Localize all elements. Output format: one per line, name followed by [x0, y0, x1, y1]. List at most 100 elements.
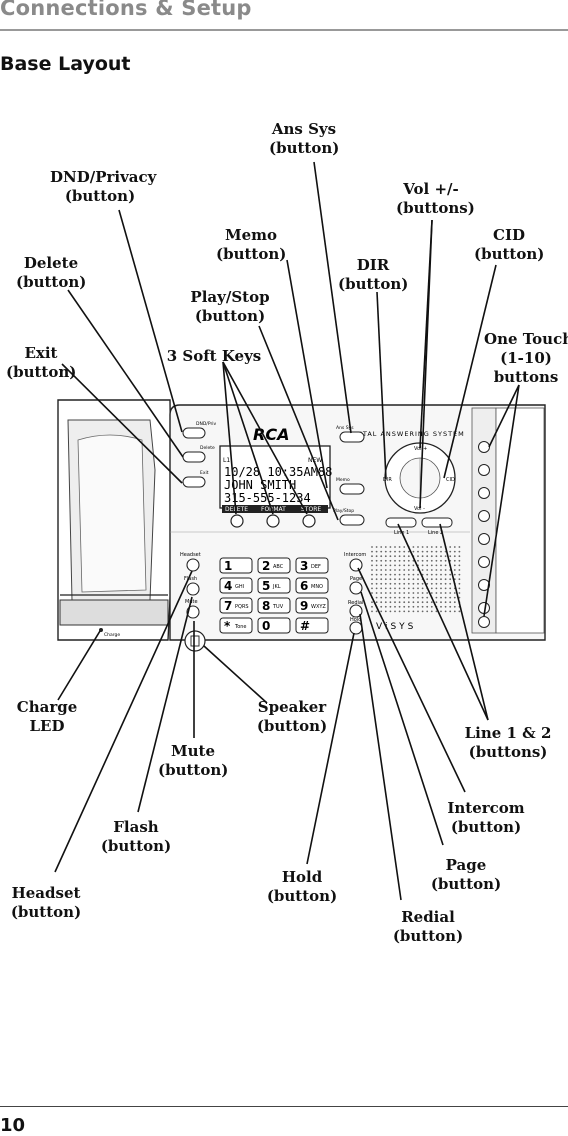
soft-key-label-store: STORE — [301, 506, 321, 513]
grille-dot — [458, 610, 461, 613]
label-dir: DIR(button) — [338, 256, 409, 293]
grille-dot — [426, 578, 429, 581]
nav-voldown-text: Vol - — [414, 506, 425, 512]
keypad-letters: WXYZ — [311, 604, 326, 610]
grille-dot — [398, 596, 401, 599]
keypad-digit: 8 — [262, 599, 270, 613]
grille-dot — [403, 582, 406, 585]
grille-dot — [380, 582, 383, 585]
grille-dot — [380, 555, 383, 558]
grille-dot — [384, 569, 387, 571]
keypad-digit: 5 — [262, 579, 270, 593]
grille-dot — [412, 564, 415, 567]
grille-dot — [398, 578, 401, 581]
grille-dot — [426, 582, 429, 585]
grille-dot — [384, 573, 387, 576]
key-play-text: Play/Stop — [333, 508, 354, 514]
key-delete-text: Delete — [200, 445, 215, 451]
grille-dot — [417, 546, 419, 548]
grille-dot — [435, 546, 438, 548]
grille-dot — [440, 578, 442, 581]
keypad-letters: DEF — [311, 564, 321, 570]
grille-dot — [375, 559, 378, 562]
grille-dot — [440, 564, 442, 567]
grille-dot — [380, 596, 383, 599]
grille-dot — [380, 610, 383, 613]
grille-dot — [375, 587, 378, 590]
grille-dot — [458, 546, 461, 548]
keypad-letters: Tone — [234, 624, 247, 630]
grille-dot — [407, 596, 410, 599]
keypad-key — [295, 597, 329, 614]
grille-dot — [435, 596, 438, 599]
grille-dot — [430, 569, 433, 571]
grille-dot — [444, 601, 447, 604]
brand-logo: RCA — [253, 425, 289, 444]
grille-dot — [440, 555, 442, 558]
label-mute: Mute(button) — [158, 742, 229, 779]
grille-dot — [403, 587, 406, 590]
grille-dot — [371, 582, 373, 585]
grille-dot — [384, 592, 387, 594]
line-keys — [385, 517, 453, 528]
grille-dot — [371, 569, 373, 571]
grille-dot — [375, 610, 378, 613]
grille-dot — [371, 559, 373, 562]
label-cid: CID(button) — [474, 226, 545, 263]
side-key-headset-text: Headset — [180, 552, 201, 558]
grille-dot — [430, 587, 433, 590]
grille-dot — [417, 578, 419, 581]
grille-dot — [389, 601, 392, 604]
label-hold: Hold(button) — [266, 868, 338, 905]
grille-dot — [389, 559, 392, 562]
grille-dot — [440, 605, 442, 608]
leader-lines — [54, 161, 520, 901]
grille-dot — [398, 559, 401, 562]
keypad-key — [257, 597, 291, 614]
grille-dot — [389, 578, 392, 581]
keypad-key — [219, 617, 253, 634]
grille-dot — [384, 605, 387, 608]
grille-dot — [394, 582, 396, 585]
grille-dot — [421, 564, 424, 567]
grille-dot — [398, 564, 401, 567]
grille-dot — [440, 573, 442, 576]
one-touch-keys — [478, 441, 490, 628]
grille-dot — [389, 569, 392, 571]
grille-dot — [426, 546, 429, 548]
grille-dot — [398, 592, 401, 594]
label-dnd-privacy: DND/Privacy(button) — [50, 168, 157, 205]
grille-dot — [407, 573, 410, 576]
grille-dot — [389, 592, 392, 594]
grille-dot — [440, 601, 442, 604]
grille-dot — [403, 601, 406, 604]
grille-dot — [389, 555, 392, 558]
grille-dot — [384, 596, 387, 599]
grille-dot — [407, 550, 410, 553]
grille-dot — [407, 582, 410, 585]
grille-dot — [403, 559, 406, 562]
grille-dot — [426, 559, 429, 562]
grille-dot — [426, 610, 429, 613]
grille-dot — [412, 605, 415, 608]
grille-dot — [412, 610, 415, 613]
grille-dot — [389, 564, 392, 567]
grille-dot — [394, 573, 396, 576]
keypad-key — [257, 617, 291, 634]
label-play-stop: Play/Stop(button) — [190, 288, 270, 325]
label-vol: Vol +/-(buttons) — [396, 180, 475, 217]
grille-dot — [453, 596, 456, 599]
grille-dot — [417, 592, 419, 594]
keypad-key — [295, 617, 329, 634]
grille-dot — [389, 605, 392, 608]
grille-dot — [444, 610, 447, 613]
grille-dot — [430, 578, 433, 581]
grille-dot — [426, 564, 429, 567]
intercom-text: Intercom — [344, 552, 366, 558]
grille-dot — [444, 587, 447, 590]
grille-dot — [426, 605, 429, 608]
grille-dot — [384, 578, 387, 581]
nav-disk — [384, 442, 456, 514]
grille-dot — [384, 582, 387, 585]
grille-dot — [417, 605, 419, 608]
